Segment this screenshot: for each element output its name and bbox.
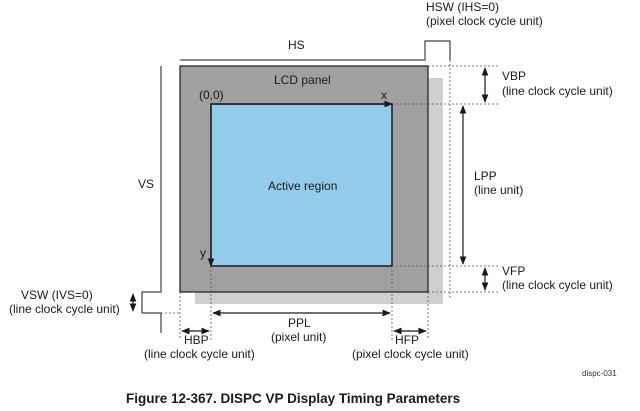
y-axis-label: y bbox=[200, 246, 206, 260]
hsw-unit-label: (pixel clock cycle unit) bbox=[426, 14, 543, 28]
hbp-label: HBP bbox=[184, 333, 209, 347]
hfp-unit-label: (pixel clock cycle unit) bbox=[352, 347, 469, 361]
hbp-unit-label: (line clock cycle unit) bbox=[144, 347, 255, 361]
figure-caption: Figure 12-367. DISPC VP Display Timing P… bbox=[126, 391, 460, 406]
active-region-label: Active region bbox=[268, 179, 337, 193]
ppl-label: PPL bbox=[288, 316, 311, 330]
ppl-unit-label: (pixel unit) bbox=[271, 330, 326, 344]
vfp-unit-label: (line clock cycle unit) bbox=[502, 278, 613, 292]
hsw-label: HSW (IHS=0) bbox=[426, 0, 499, 14]
hs-signal bbox=[180, 40, 451, 61]
figure-id-label: dispc-031 bbox=[582, 369, 617, 378]
hs-label: HS bbox=[288, 38, 305, 52]
origin-label: (0,0) bbox=[199, 88, 224, 102]
vsw-unit-label: (line clock cycle unit) bbox=[9, 302, 120, 316]
vfp-label: VFP bbox=[502, 264, 525, 278]
vbp-label: VBP bbox=[502, 69, 526, 83]
vs-label: VS bbox=[138, 177, 154, 191]
x-axis-label: x bbox=[381, 88, 387, 102]
vsw-label: VSW (IVS=0) bbox=[21, 288, 93, 302]
lpp-label: LPP bbox=[474, 169, 497, 183]
lcd-panel-label: LCD panel bbox=[274, 73, 331, 87]
lpp-unit-label: (line unit) bbox=[474, 183, 523, 197]
vs-signal bbox=[141, 66, 162, 333]
vbp-unit-label: (line clock cycle unit) bbox=[502, 84, 613, 98]
hfp-label: HFP bbox=[395, 333, 419, 347]
